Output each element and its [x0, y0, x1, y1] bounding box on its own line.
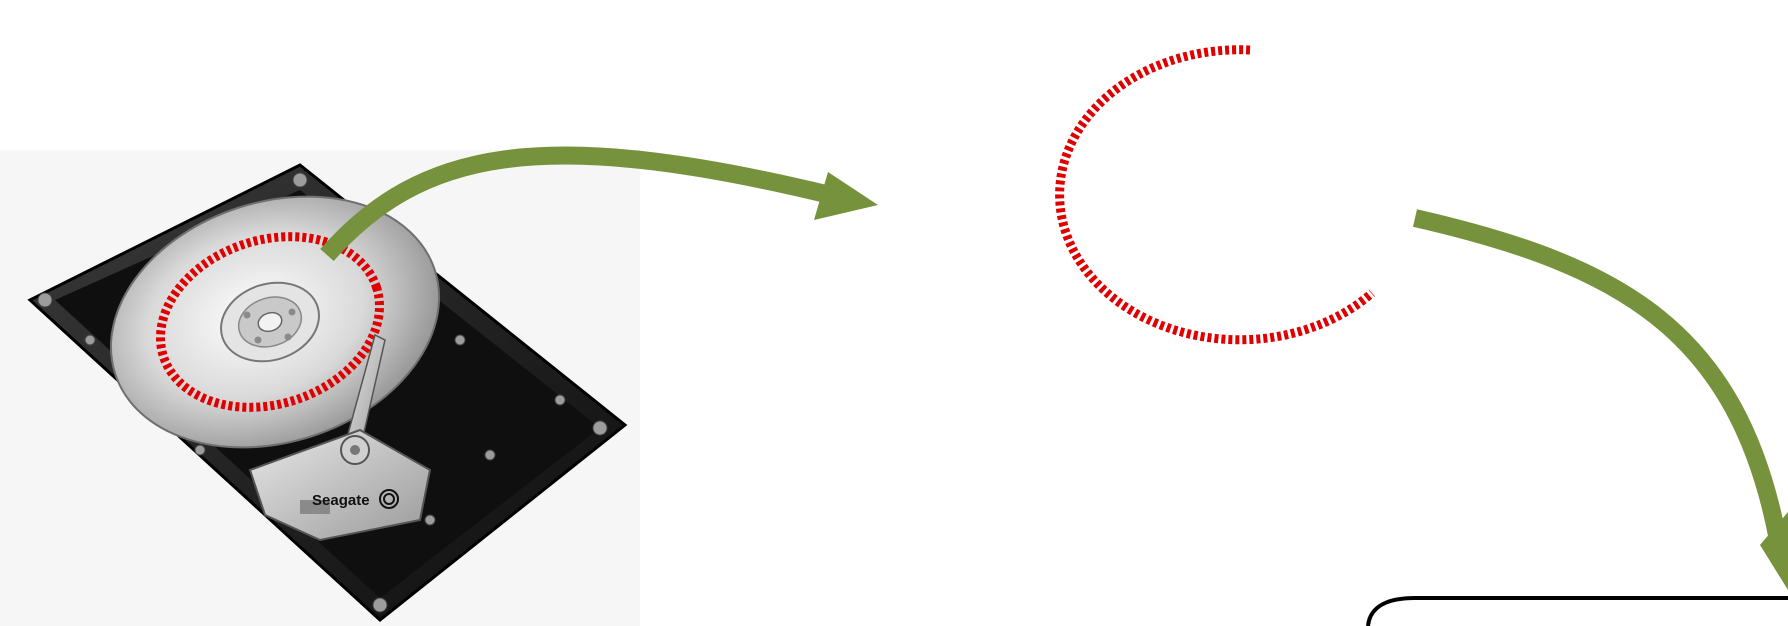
arrow-track-to-box	[1415, 218, 1788, 590]
drive-brand-label: Seagate	[312, 492, 370, 509]
extracted-track-arc	[1060, 50, 1372, 340]
output-box	[1368, 598, 1788, 626]
arrow-2-shaft	[1415, 218, 1778, 540]
arrow-1-head	[814, 172, 878, 220]
